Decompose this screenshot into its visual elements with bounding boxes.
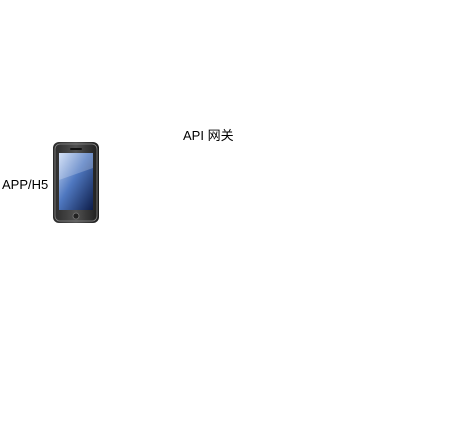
smartphone-icon: [53, 142, 99, 223]
client-label: APP/H5: [2, 177, 49, 192]
gateway-label: API 网关: [183, 128, 234, 143]
